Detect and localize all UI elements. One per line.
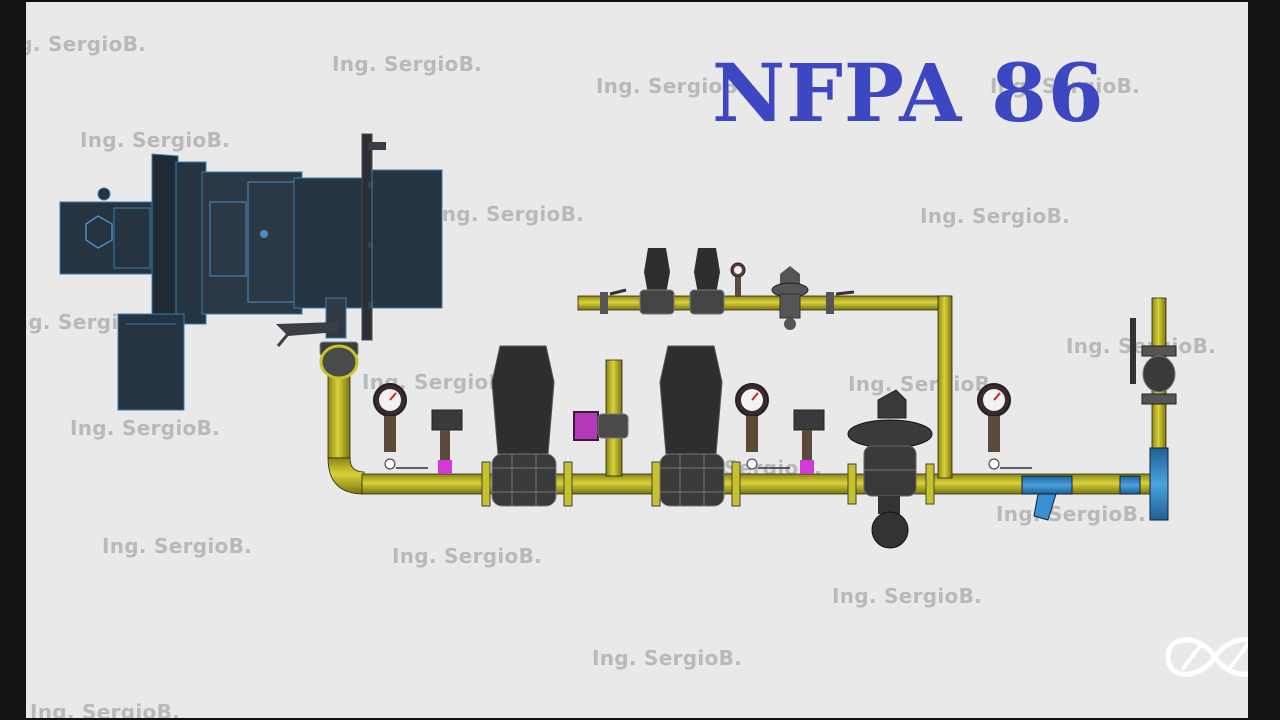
shutoff-valve-icon xyxy=(659,345,725,507)
gas-train-diagram xyxy=(59,133,1177,549)
manual-valve-icon xyxy=(600,288,855,314)
pressure-gauge-icon xyxy=(977,383,1032,470)
diagram-canvas: Ing. SergioB. Ing. SergioB. Ing. SergioB… xyxy=(26,2,1248,718)
main-gas-pipe xyxy=(319,295,1167,507)
manual-valve-icon xyxy=(1130,318,1177,405)
burner-icon xyxy=(59,133,443,411)
watermark: Ing. SergioB. xyxy=(434,202,585,226)
watermark: Ing. SergioB. xyxy=(1066,334,1217,358)
pressure-gauge-icon xyxy=(730,262,746,297)
pressure-regulator-icon xyxy=(847,389,933,549)
left-letterbox xyxy=(0,0,26,720)
watermark: Ing. SergioB. xyxy=(102,534,253,558)
pilot-valve-icon xyxy=(639,248,675,315)
infinity-logo-icon xyxy=(1165,637,1248,677)
watermark: Ing. SergioB. xyxy=(592,646,743,670)
pilot-valve-icon xyxy=(689,248,725,315)
pilot-regulator-icon xyxy=(771,266,809,330)
shutoff-valve-icon xyxy=(491,345,557,507)
watermark: Ing. SergioB. xyxy=(990,74,1141,98)
watermark: Ing. SergioB. xyxy=(30,700,181,718)
watermark: Ing. SergioB. xyxy=(70,416,221,440)
watermark: Ing. SergioB. xyxy=(80,128,231,152)
watermark: Ing. SergioB. xyxy=(996,502,1147,526)
watermark: Ing. SergioB. xyxy=(392,544,543,568)
strainer-icon xyxy=(1021,447,1169,521)
right-letterbox xyxy=(1248,0,1280,720)
watermark: Ing. SergioB. xyxy=(332,52,483,76)
watermark: Ing. SergioB. xyxy=(26,32,147,56)
watermark: Ing. SergioB. xyxy=(832,584,983,608)
pressure-switch-icon xyxy=(431,409,463,474)
watermark: Ing. SergioB. xyxy=(596,74,747,98)
watermark: Ing. SergioB. xyxy=(848,372,999,396)
pressure-switch-icon xyxy=(793,409,825,474)
vent-valve-icon xyxy=(573,411,629,441)
page-title: NFPA 86 xyxy=(712,46,1105,140)
watermark: Ing. SergioB. xyxy=(920,204,1071,228)
pressure-gauge-icon xyxy=(735,383,790,470)
pressure-gauge-icon xyxy=(373,383,428,470)
